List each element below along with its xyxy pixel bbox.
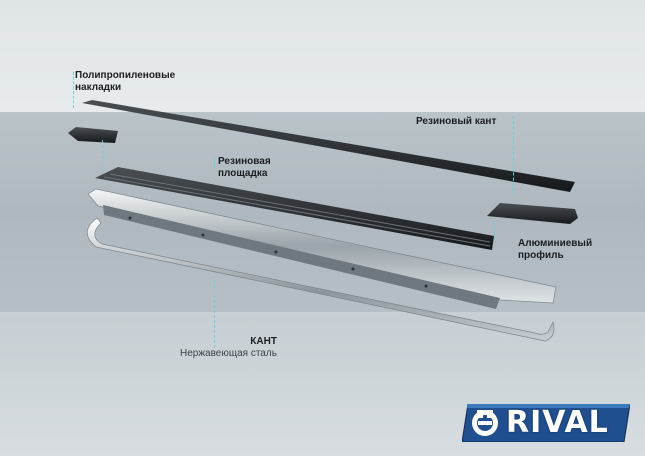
label-polypropylene-line2: накладки	[75, 82, 175, 94]
label-rubber-pad-line1: Резиновая	[218, 156, 271, 168]
label-stainless: Нержавеющая сталь	[180, 348, 277, 360]
logo-emblem-icon	[466, 404, 504, 442]
label-aluminum: Алюминиевый профиль	[518, 238, 592, 262]
guide-line	[494, 222, 495, 240]
guide-line	[513, 116, 514, 196]
polypropylene-cap-left	[68, 127, 118, 143]
guide-line	[73, 72, 74, 108]
label-rubber-edge: Резиновый кант	[416, 116, 496, 128]
label-kant-title: КАНТ	[250, 336, 277, 347]
logo-text: RIVAL	[506, 406, 630, 440]
guide-line	[102, 140, 103, 170]
polypropylene-cap-right	[487, 203, 578, 224]
label-polypropylene: Полипропиленовые накладки	[75, 70, 175, 94]
guide-line	[214, 158, 215, 168]
label-polypropylene-line1: Полипропиленовые	[75, 70, 175, 82]
label-kant: КАНТ Нержавеющая сталь	[180, 336, 277, 360]
label-rubber-pad-line2: площадка	[218, 168, 271, 180]
label-aluminum-line1: Алюминиевый	[518, 238, 592, 250]
label-aluminum-line2: профиль	[518, 250, 592, 262]
rival-logo: RIVAL	[462, 404, 630, 442]
label-rubber-pad: Резиновая площадка	[218, 156, 271, 180]
